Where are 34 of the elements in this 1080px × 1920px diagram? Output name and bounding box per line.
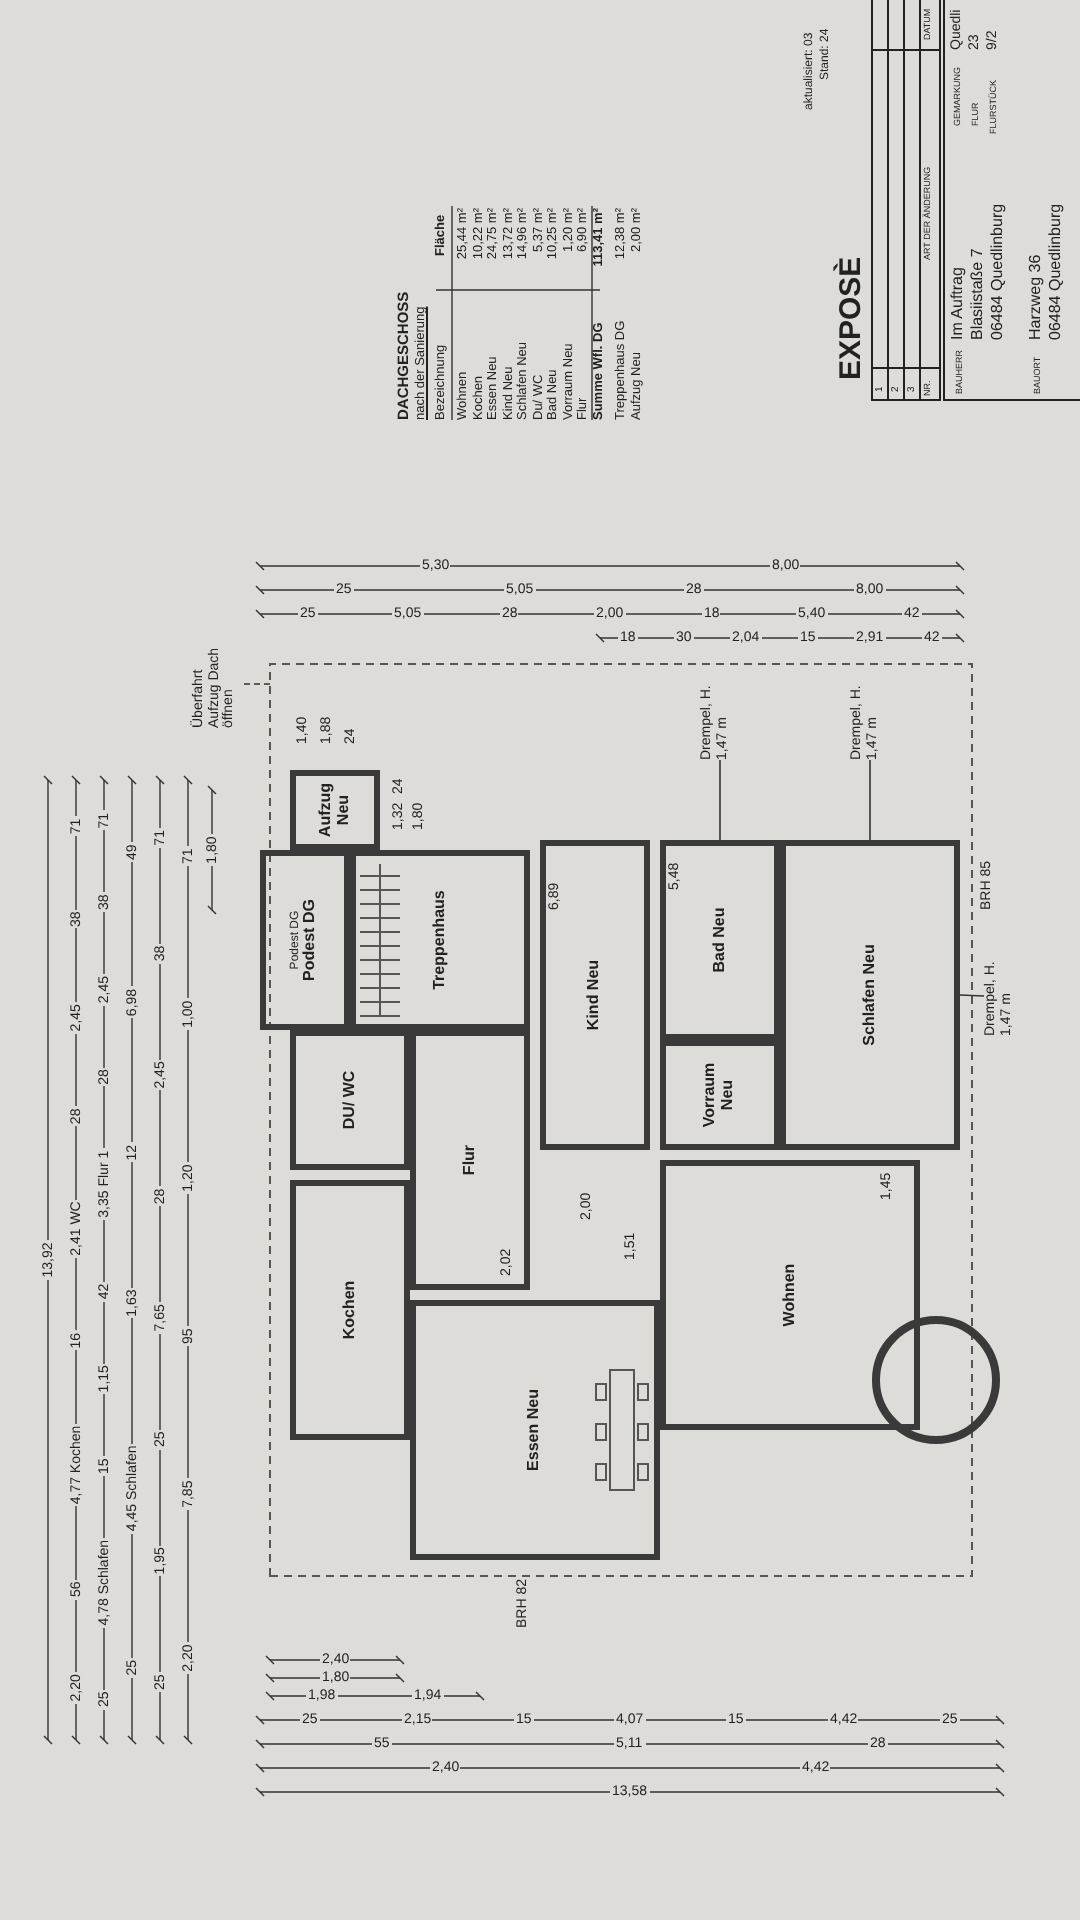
room-outline xyxy=(410,1300,660,1560)
leader-line xyxy=(869,759,871,841)
room-name: Flur xyxy=(461,1144,479,1176)
room-name: Essen Neu xyxy=(526,1389,544,1471)
room-outline xyxy=(290,1030,410,1170)
client-text: Blasiistaße 7 xyxy=(970,248,986,340)
room-outline xyxy=(660,1040,780,1150)
room-outline xyxy=(410,1030,530,1290)
room-name: Kochen xyxy=(341,1280,359,1340)
room-name: Aufzug Neu xyxy=(317,780,353,842)
room-name: Bad Neu xyxy=(711,907,729,973)
room-outline xyxy=(660,1160,920,1430)
room-name: Vorraum Neu xyxy=(702,1060,738,1132)
room-outline xyxy=(350,850,530,1030)
leader-line xyxy=(243,683,271,685)
address-text: 06484 Quedlinburg xyxy=(1048,203,1064,340)
room-name: Treppenhaus xyxy=(431,890,449,990)
room-outline xyxy=(780,840,960,1150)
room-outline xyxy=(260,850,350,1030)
document-title: EXPOSÈ xyxy=(836,256,866,380)
room-name: Podest DG xyxy=(302,899,321,981)
room-name: DU/ WC xyxy=(341,1070,359,1130)
room-outline xyxy=(290,770,380,850)
leader-line xyxy=(959,994,985,997)
client-text: 06484 Quedlinburg xyxy=(990,203,1006,340)
address-text: Harzweg 36 xyxy=(1028,254,1044,340)
room-outline xyxy=(540,840,650,1150)
room-outline xyxy=(660,840,780,1040)
room-name: Wohnen xyxy=(781,1263,799,1327)
room-outline xyxy=(290,1180,410,1440)
room-name: Schlafen Neu xyxy=(861,944,879,1046)
client-text: Im Auftrag xyxy=(950,267,966,340)
room-name: Kind Neu xyxy=(586,959,604,1031)
leader-line xyxy=(719,759,721,841)
